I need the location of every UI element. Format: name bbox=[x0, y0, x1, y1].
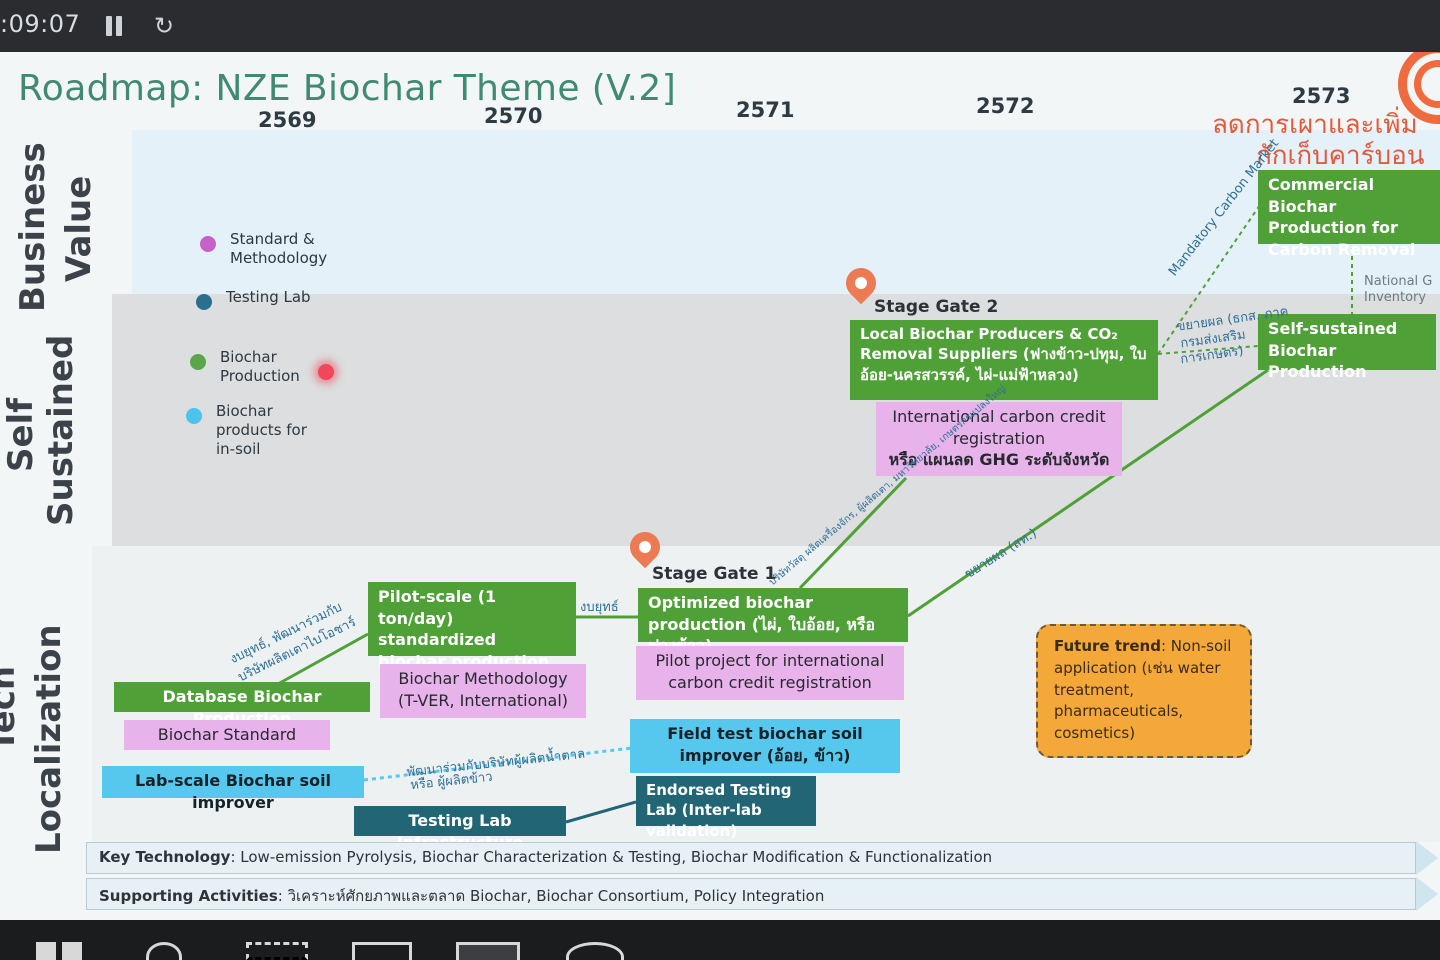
legend-dot-icon bbox=[190, 354, 206, 370]
reload-icon[interactable]: ↻ bbox=[154, 12, 175, 40]
connector-lines bbox=[277, 201, 1353, 824]
camera-icon[interactable] bbox=[456, 942, 520, 960]
snip-icon[interactable] bbox=[246, 942, 308, 960]
methodology-box: Biochar Methodology (T-VER, Internationa… bbox=[380, 664, 586, 718]
window-icon[interactable] bbox=[352, 942, 412, 960]
year-label: 2569 bbox=[258, 108, 317, 132]
biochar-standard-box: Biochar Standard bbox=[124, 720, 330, 750]
self-sustained-band bbox=[112, 294, 1440, 546]
year-label: 2573 bbox=[1292, 84, 1351, 108]
stage-gate-1-label: Stage Gate 1 bbox=[652, 564, 777, 584]
grid-icon[interactable] bbox=[36, 942, 84, 960]
legend-dot-icon bbox=[196, 294, 212, 310]
supporting-activities-arrow-icon bbox=[1416, 877, 1438, 911]
stage-gate-2-label: Stage Gate 2 bbox=[874, 297, 999, 317]
intl-credit-box: International carbon credit registration… bbox=[876, 402, 1122, 476]
pause-icon[interactable] bbox=[106, 16, 124, 36]
search-icon[interactable] bbox=[146, 942, 182, 960]
self-sustained-box: Self-sustained Biochar Production bbox=[1258, 314, 1436, 381]
business-value-band bbox=[132, 130, 1440, 294]
year-label: 2572 bbox=[976, 94, 1035, 118]
supporting-activities-bar: Supporting Activities: วิเคราะห์ศักยภาพแ… bbox=[86, 878, 1416, 910]
thai-heading: ลดการเผาและเพิ่ม กักเก็บคาร์บอน bbox=[1212, 110, 1425, 172]
legend-dot-icon bbox=[200, 236, 216, 252]
future-trend-box: Future trend: Non-soil application (เช่น… bbox=[1036, 624, 1252, 758]
legend-item-standard: Standard & Methodology bbox=[200, 230, 330, 268]
slide-timer: :09:07 bbox=[0, 10, 81, 38]
lab-scale-box: Lab-scale Biochar soil improver bbox=[102, 766, 364, 812]
endorsed-lab-box: Endorsed Testing Lab (Inter-lab validati… bbox=[636, 776, 816, 840]
laser-pointer-dot bbox=[318, 364, 334, 380]
commercial-biochar-box: Commercial Biochar Production for Carbon… bbox=[1258, 170, 1440, 259]
annotation-budget: งบยุทธ์ bbox=[580, 600, 619, 615]
year-label: 2571 bbox=[736, 98, 795, 122]
pilot-intl-credit-box: Pilot project for international carbon c… bbox=[636, 646, 904, 700]
legend-item-testing-lab: Testing Lab bbox=[196, 288, 311, 310]
pilot-scale-box: Pilot-scale (1 ton/day) standardized bio… bbox=[368, 582, 576, 671]
year-label: 2570 bbox=[484, 104, 543, 128]
testing-infra-box: Testing Lab Infrastructure bbox=[354, 806, 566, 852]
circle-icon[interactable] bbox=[566, 942, 624, 960]
field-test-box: Field test biochar soil improver (อ้อย, … bbox=[630, 719, 900, 773]
key-technology-bar: Key Technology: Low-emission Pyrolysis, … bbox=[86, 842, 1416, 874]
slide-title: Roadmap: NZE Biochar Theme (V.2] bbox=[18, 68, 677, 109]
roadmap-slide: Roadmap: NZE Biochar Theme (V.2] 2569 25… bbox=[0, 52, 1440, 920]
legend-item-production: Biochar Production bbox=[190, 348, 304, 386]
legend-dot-icon bbox=[186, 408, 202, 424]
local-producers-box: Local Biochar Producers & CO₂ Removal Su… bbox=[850, 320, 1158, 400]
logo-icon bbox=[1398, 52, 1440, 124]
database-production-box: Database Biochar Production bbox=[114, 682, 370, 728]
legend-item-in-soil: Biochar products for in-soil bbox=[186, 402, 312, 458]
annotation-national: National G Inventory bbox=[1364, 274, 1433, 305]
presentation-control-bar: :09:07 ↻ bbox=[0, 0, 1440, 52]
key-technology-arrow-icon bbox=[1416, 841, 1438, 875]
optimized-production-box: Optimized biochar production (ไผ่, ใบอ้อ… bbox=[638, 588, 908, 655]
taskbar bbox=[0, 920, 1440, 960]
